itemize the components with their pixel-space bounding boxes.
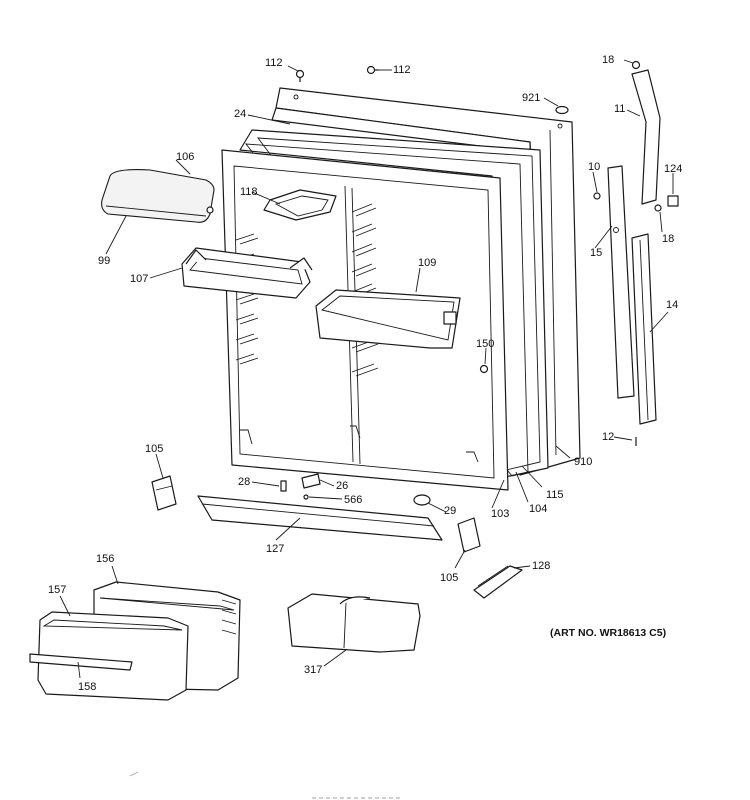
callout-29: 29: [444, 505, 456, 517]
callout-150: 150: [476, 338, 494, 350]
hinge-assembly: [631, 60, 679, 212]
callout-labels: 112 112 18 24 921 11 106 10 124 118 18 9…: [48, 54, 682, 693]
art-number: (ART NO. WR18613 C5): [550, 627, 666, 639]
callout-317: 317: [304, 664, 322, 676]
callout-10: 10: [588, 161, 600, 173]
dairy-compartment: [101, 169, 215, 223]
callout-115: 115: [546, 489, 564, 501]
callout-156: 156: [96, 553, 114, 565]
small-bin-118: [263, 189, 337, 221]
screw-10: [593, 192, 601, 200]
callout-128: 128: [532, 560, 550, 572]
door-handle-bracket: [631, 233, 657, 425]
callout-118: 118: [240, 186, 258, 198]
meat-pan-317: [287, 593, 421, 653]
callout-14: 14: [666, 299, 678, 311]
callout-24: 24: [234, 108, 246, 120]
callout-158: 158: [78, 681, 96, 693]
callout-106: 106: [176, 151, 194, 163]
callout-104: 104: [529, 503, 547, 515]
callout-107: 107: [130, 273, 148, 285]
scan-marks: [129, 771, 400, 799]
cap-29: [413, 494, 431, 506]
leader-lines: [59, 59, 674, 679]
screws-112: [295, 65, 379, 82]
clip-150: [479, 364, 489, 374]
callout-11: 11: [614, 103, 625, 115]
hinge-cap-921: [555, 105, 569, 115]
bracket-105-right: [457, 517, 481, 553]
callout-112-right: 112: [393, 64, 411, 76]
callout-18-top: 18: [602, 54, 614, 66]
callout-12: 12: [602, 431, 614, 443]
callout-157: 157: [48, 584, 66, 596]
callout-109: 109: [418, 257, 436, 269]
crisper-front-157: [29, 611, 189, 701]
shelf-bin-107: [181, 247, 313, 299]
door-bin-109: [315, 289, 461, 349]
door-stop-strip: [607, 165, 635, 399]
callout-26: 26: [336, 480, 348, 492]
clip-128: [473, 565, 523, 599]
small-parts-28-26-566: [280, 473, 321, 500]
trim-strip-127: [197, 495, 443, 541]
callout-127: 127: [266, 543, 284, 555]
bracket-105-left: [151, 475, 177, 511]
callout-910: 910: [574, 456, 592, 468]
callout-103: 103: [491, 508, 509, 520]
callout-112-left: 112: [265, 57, 283, 69]
callout-124: 124: [664, 163, 682, 175]
callout-921: 921: [522, 92, 540, 104]
callout-18-lower: 18: [662, 233, 674, 245]
callout-99: 99: [98, 255, 110, 267]
callout-15: 15: [590, 247, 602, 259]
callout-28: 28: [238, 476, 250, 488]
callout-105-left: 105: [145, 443, 163, 455]
callout-105-right: 105: [440, 572, 458, 584]
callout-566: 566: [344, 494, 362, 506]
